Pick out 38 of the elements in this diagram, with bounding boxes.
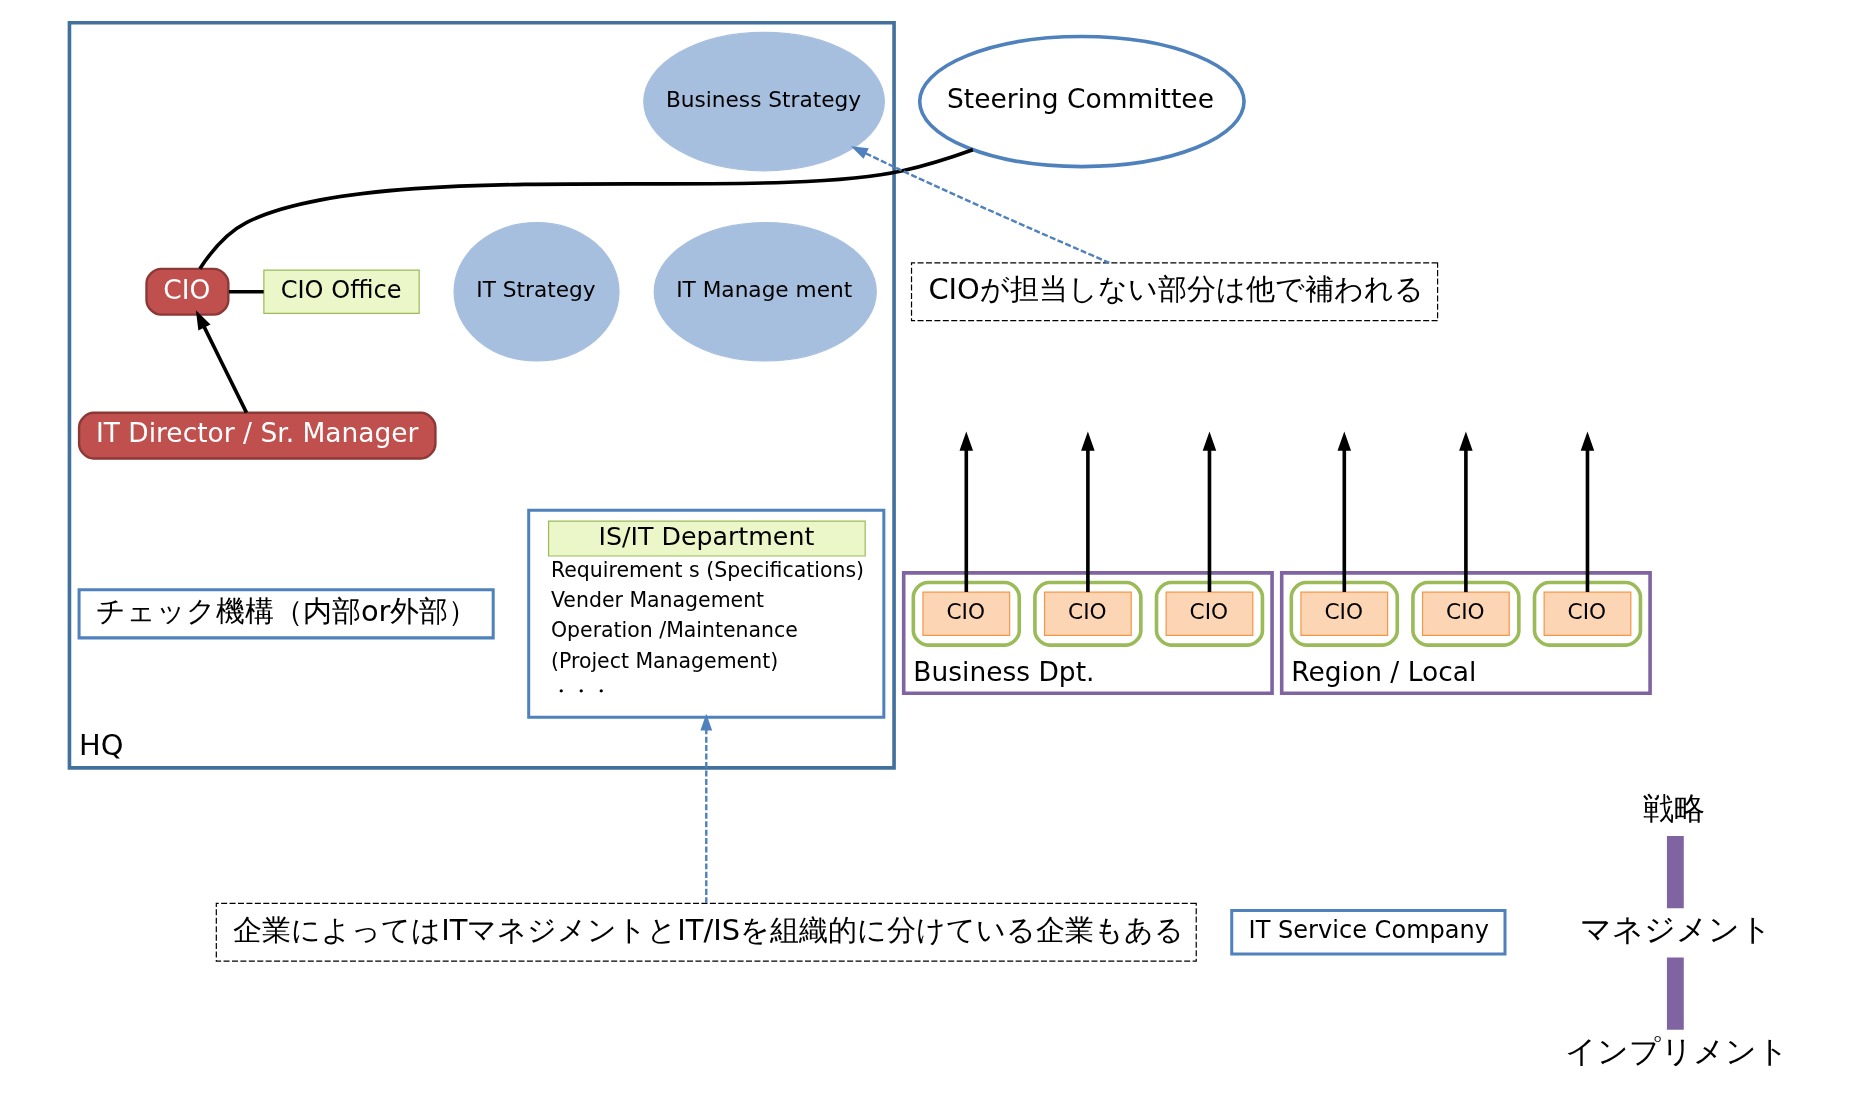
node-box: 企業によってはITマネジメントとIT/ISを組織的に分けている企業もある — [215, 902, 1197, 962]
arrow — [1081, 431, 1095, 593]
connector — [198, 148, 974, 270]
node-box: CIO — [1043, 591, 1132, 637]
node-box: IT Service Company — [1230, 909, 1507, 956]
arrow — [959, 431, 974, 593]
arrow — [1580, 431, 1595, 593]
connector — [228, 289, 264, 294]
cluster — [1154, 580, 1265, 647]
node-box: CIO — [1300, 591, 1389, 637]
node-ellipse: Business Strategy — [643, 31, 885, 172]
arrow — [1202, 431, 1217, 593]
node-box: CIO — [1543, 591, 1632, 637]
cluster — [1033, 580, 1143, 647]
arrow — [195, 310, 249, 414]
arrow — [1459, 431, 1473, 593]
label: 戦略 — [1643, 789, 1706, 826]
node-box: CIO — [1165, 591, 1254, 637]
node-ellipse: IT Manage ment — [653, 221, 877, 362]
node-box: CIOが担当しない部分は他で補われる — [910, 262, 1439, 322]
label: マネジメント — [1580, 911, 1773, 948]
node-box: CIO — [1421, 591, 1510, 637]
node-box: CIO Office — [263, 269, 420, 315]
node-ellipse: IT Strategy — [453, 221, 620, 362]
cluster — [1411, 580, 1521, 647]
node-box: CIO — [145, 267, 230, 316]
label: インプリメント — [1564, 1032, 1789, 1069]
node-box: IS/IT Department Requirement s (Specifications) Vender Management Operation /Maintenance (Project Management) ・・・ — [527, 508, 886, 719]
cluster — [911, 580, 1022, 647]
cluster — [1532, 580, 1643, 647]
node-box: IT Director / Sr. Manager — [77, 411, 437, 460]
arrow — [851, 146, 1110, 264]
arrow — [1337, 431, 1352, 593]
arrow — [700, 713, 713, 903]
node-box: チェック機構（内部or外部） — [77, 588, 495, 640]
cluster — [1289, 580, 1400, 647]
node-ellipse: Steering Committee — [917, 34, 1246, 169]
node-box: CIO — [922, 591, 1011, 637]
